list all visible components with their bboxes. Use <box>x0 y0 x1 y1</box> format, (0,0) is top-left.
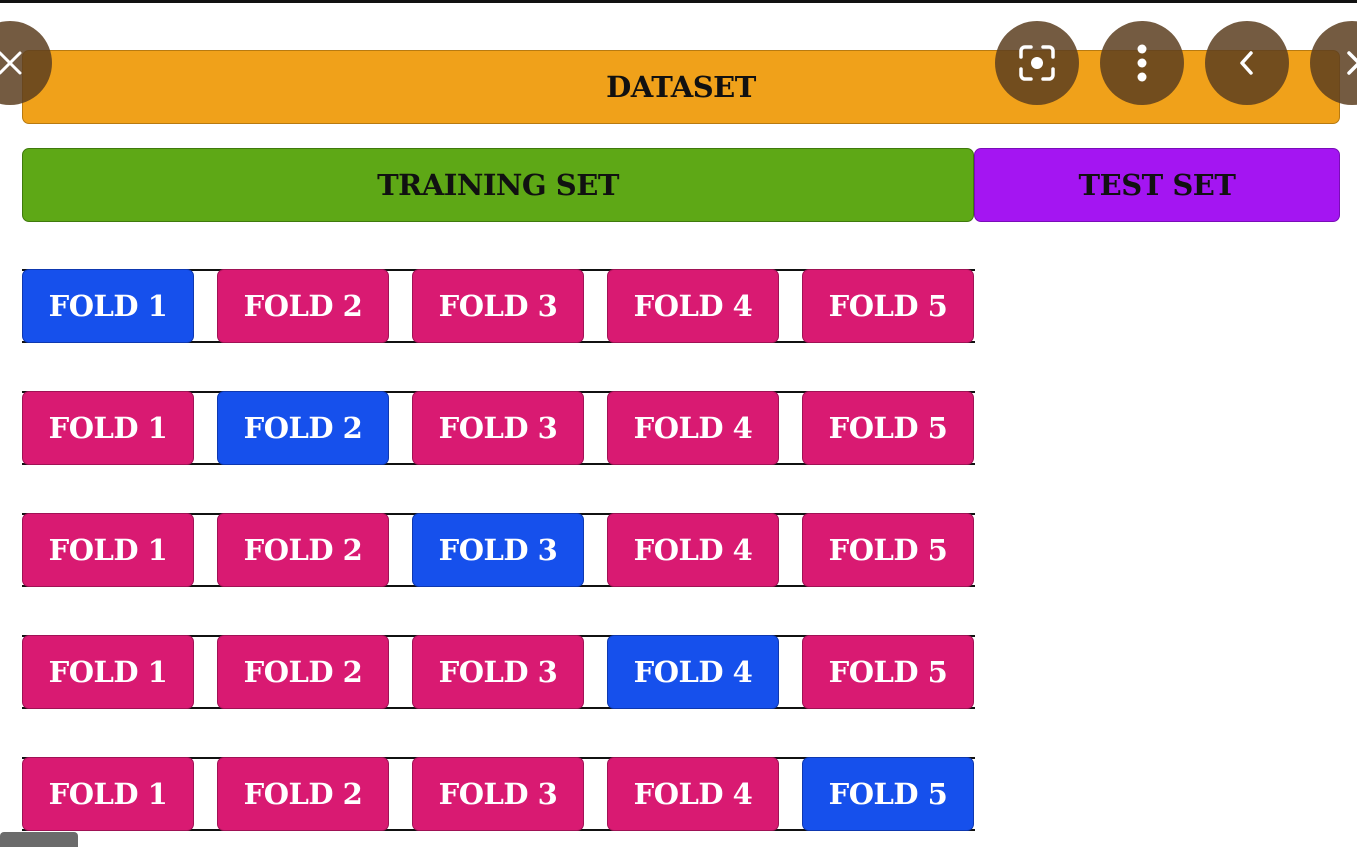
fold-box-test: FOLD 1 <box>22 269 194 343</box>
fold-box-test: FOLD 2 <box>217 391 389 465</box>
fold-box-train: FOLD 5 <box>802 513 974 587</box>
fold-box-train: FOLD 3 <box>412 269 584 343</box>
fold-box-train: FOLD 1 <box>22 757 194 831</box>
fold-box-train: FOLD 3 <box>412 757 584 831</box>
fold-box-train: FOLD 2 <box>217 513 389 587</box>
close-icon <box>0 51 22 75</box>
more-button[interactable] <box>1100 21 1184 105</box>
lens-scan-icon <box>1019 45 1055 81</box>
chevron-right-icon <box>1347 51 1357 75</box>
fold-box-train: FOLD 4 <box>607 757 779 831</box>
prev-button[interactable] <box>1205 21 1289 105</box>
lens-button[interactable] <box>995 21 1079 105</box>
fold-box-train: FOLD 2 <box>217 269 389 343</box>
dataset-label: DATASET <box>606 70 756 104</box>
fold-box-train: FOLD 3 <box>412 635 584 709</box>
fold-row: FOLD 1 FOLD 2 FOLD 3 FOLD 4 FOLD 5 <box>22 269 975 343</box>
fold-box-test: FOLD 3 <box>412 513 584 587</box>
training-set-label: TRAINING SET <box>377 168 619 202</box>
fold-box-train: FOLD 2 <box>217 757 389 831</box>
fold-row: FOLD 1 FOLD 2 FOLD 3 FOLD 4 FOLD 5 <box>22 513 975 587</box>
fold-row: FOLD 1 FOLD 2 FOLD 3 FOLD 4 FOLD 5 <box>22 757 975 831</box>
fold-row: FOLD 1 FOLD 2 FOLD 3 FOLD 4 FOLD 5 <box>22 391 975 465</box>
fold-box-train: FOLD 1 <box>22 635 194 709</box>
chevron-left-icon <box>1240 51 1253 75</box>
fold-box-train: FOLD 5 <box>802 635 974 709</box>
fold-row: FOLD 1 FOLD 2 FOLD 3 FOLD 4 FOLD 5 <box>22 635 975 709</box>
training-set-bar: TRAINING SET <box>22 148 974 222</box>
fold-box-train: FOLD 1 <box>22 391 194 465</box>
fold-box-train: FOLD 4 <box>607 391 779 465</box>
test-set-label: TEST SET <box>1078 168 1236 202</box>
fold-box-test: FOLD 4 <box>607 635 779 709</box>
fold-box-train: FOLD 1 <box>22 513 194 587</box>
more-vertical-icon <box>1137 44 1147 82</box>
fold-box-train: FOLD 3 <box>412 391 584 465</box>
fold-box-train: FOLD 5 <box>802 391 974 465</box>
bottom-tab <box>0 832 78 847</box>
fold-box-train: FOLD 4 <box>607 513 779 587</box>
fold-box-train: FOLD 4 <box>607 269 779 343</box>
fold-box-test: FOLD 5 <box>802 757 974 831</box>
top-border-line <box>0 0 1357 3</box>
fold-box-train: FOLD 2 <box>217 635 389 709</box>
fold-box-train: FOLD 5 <box>802 269 974 343</box>
test-set-bar: TEST SET <box>974 148 1340 222</box>
